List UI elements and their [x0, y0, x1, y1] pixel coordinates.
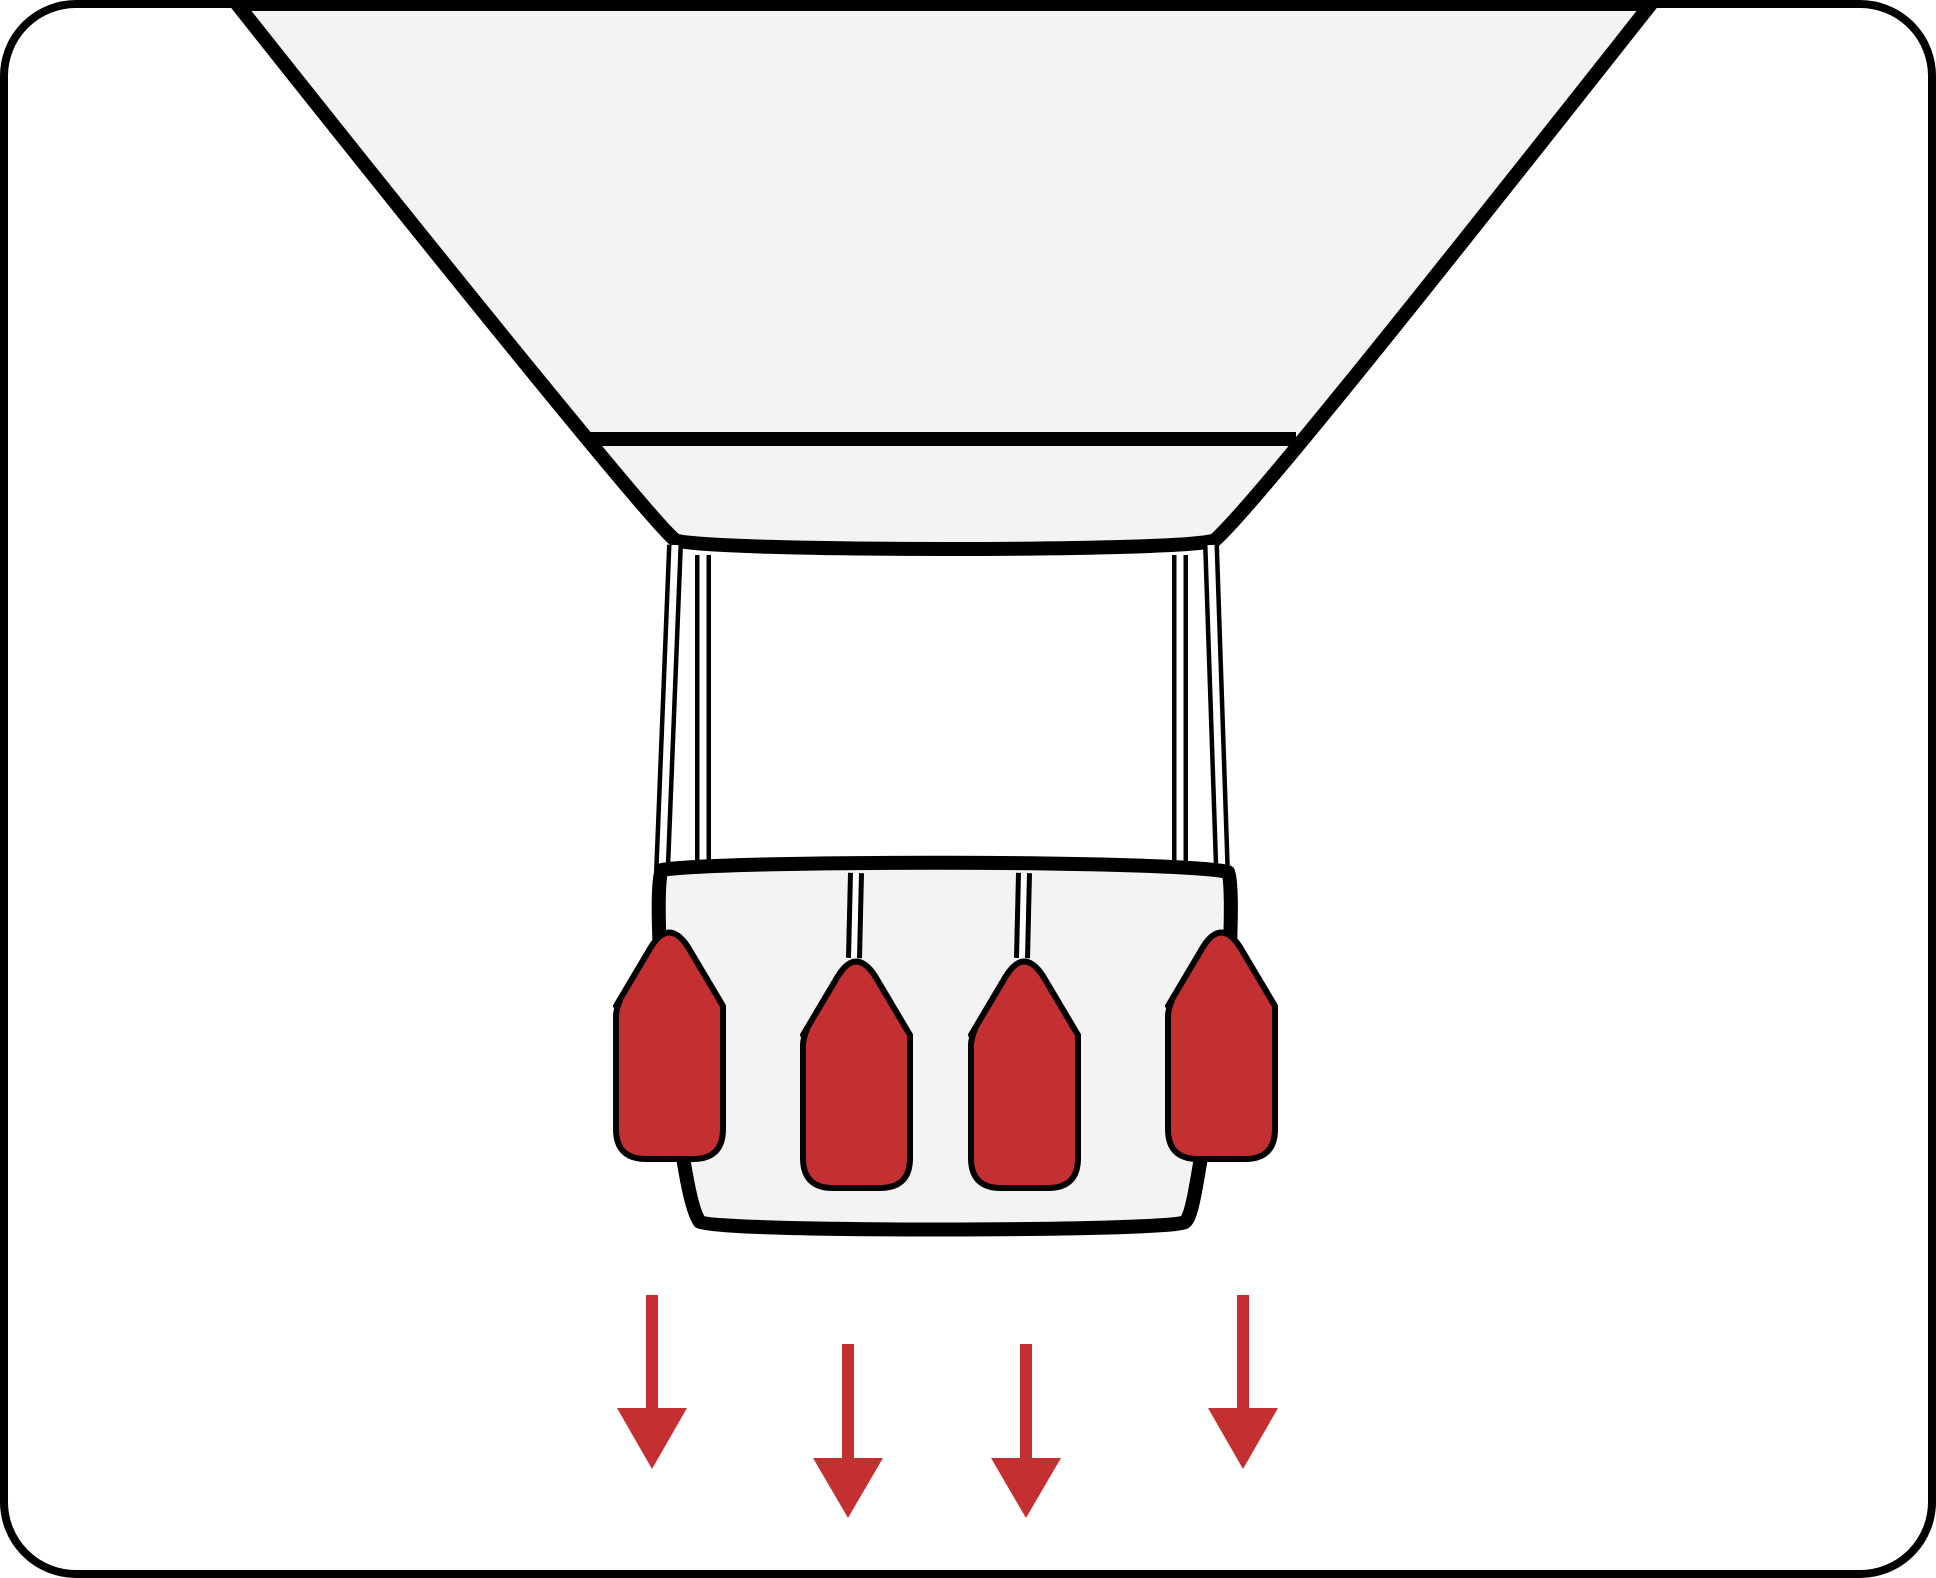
basket-icon	[651, 855, 1238, 1237]
weight-icon	[800, 958, 914, 1191]
rope-left-outer-core	[658, 544, 679, 873]
weight-tether-3-core	[1019, 872, 1027, 959]
suspension-ropes	[654, 544, 1230, 873]
down-arrows	[617, 1295, 1278, 1518]
down-arrow-icon	[991, 1344, 1061, 1518]
rope-right-outer-core	[1207, 544, 1226, 873]
weight-tether-2-core	[851, 872, 859, 959]
weight-icon	[613, 929, 726, 1162]
down-arrow-icon	[617, 1295, 687, 1469]
weights	[613, 929, 1278, 1191]
down-arrow-icon	[1208, 1295, 1278, 1469]
weight-icon	[1165, 929, 1278, 1162]
balloon-envelope	[230, 0, 1658, 556]
down-arrow-icon	[813, 1344, 883, 1518]
weight-icon	[968, 958, 1081, 1191]
balloon-envelope-icon	[230, 0, 1658, 556]
